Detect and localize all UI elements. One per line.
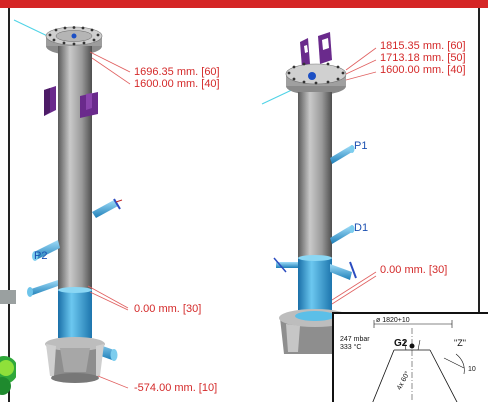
left-dim-label: -574.00 mm. [10]: [134, 382, 218, 394]
detail-drawing-panel[interactable]: ø 1820+10 247 mbar 333 °C G2 "Z" 10 4x 6…: [332, 312, 488, 402]
detail-temperature: 333 °C: [340, 344, 362, 351]
nozzle-label-d1: D1: [354, 222, 369, 234]
detail-view-label: "Z": [454, 338, 466, 348]
right-dim-label: 1713.18 mm. [50]: [380, 52, 466, 64]
left-dim-label: 1600.00 mm. [40]: [134, 78, 220, 90]
side-thumbnail[interactable]: [0, 290, 16, 402]
right-dim-label: 0.00 mm. [30]: [380, 264, 448, 276]
detail-pressure: 247 mbar: [340, 336, 370, 343]
detail-nozzle-tag: G2: [394, 338, 408, 349]
nozzle-label-p1: P1: [354, 140, 368, 152]
right-dim-label: 1600.00 mm. [40]: [380, 64, 466, 76]
left-vessel[interactable]: [13, 19, 123, 383]
left-dim-label: 0.00 mm. [30]: [134, 303, 202, 315]
right-dim-label: 1815.35 mm. [60]: [380, 40, 466, 52]
detail-diameter: ø 1820+10: [376, 317, 410, 324]
title-bar: [0, 0, 488, 8]
detail-small-dim: 10: [468, 366, 476, 373]
left-dim-label: 1696.35 mm. [60]: [134, 66, 220, 78]
nozzle-label-p2: P2: [34, 250, 48, 262]
right-vessel[interactable]: [261, 32, 357, 354]
